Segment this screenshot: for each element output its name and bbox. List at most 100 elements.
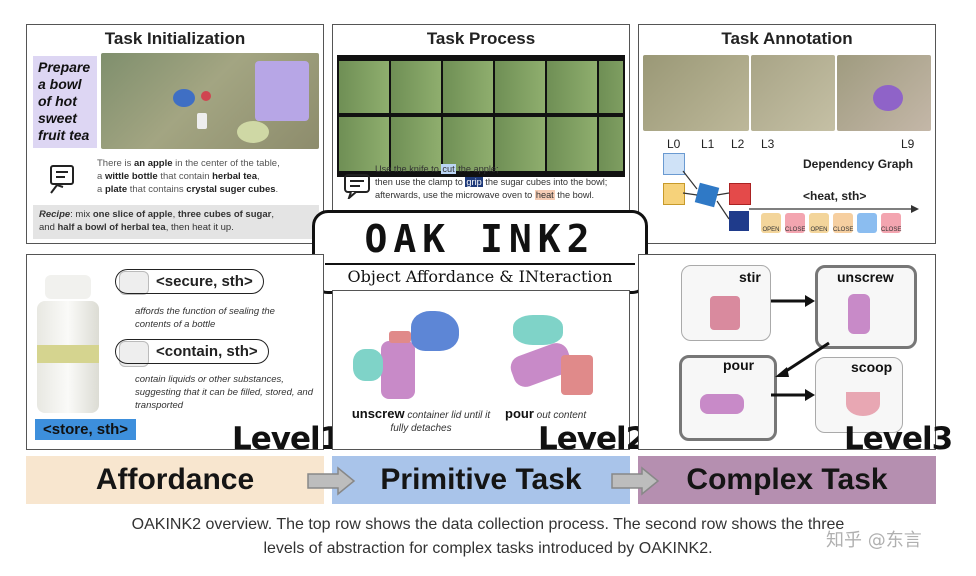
logo-subtitle: Object Affordance & INteraction (347, 267, 613, 286)
stir-label: stir (739, 269, 761, 285)
task-process-title: Task Process (426, 29, 536, 48)
contain-desc: contain liquids or other substances, sug… (135, 374, 313, 411)
pour-node (679, 355, 777, 441)
level-l3: L3 (761, 137, 775, 151)
recipe-label: Recipe (39, 209, 71, 220)
desc-plate: plate (104, 184, 128, 195)
open-icon-1: OPEN (761, 213, 781, 233)
desc-text: , (257, 171, 260, 182)
logo-title: OAK INK2 (364, 217, 596, 261)
bottle (197, 113, 207, 129)
verb-grip: grip (465, 177, 483, 187)
process-text: the sugar cubes into the bowl; (482, 177, 608, 187)
unscrew-desc: container lid until it fully detaches (390, 410, 491, 434)
unscrew-hands-image (353, 305, 463, 401)
goal-text: Prepare a bowl of hot sweet fruit tea (38, 59, 91, 143)
task-process-panel: Task Process Use the knife to cut the ap… (332, 24, 630, 214)
level3-label: Level3 (844, 421, 953, 457)
bottle-lid (389, 331, 411, 343)
verb-cut: cut (441, 164, 456, 174)
hand-blue (411, 311, 459, 351)
process-description: Use the knife to cut the apple; then use… (375, 163, 627, 202)
primitive-task-panel: unscrew container lid until it fully det… (332, 290, 630, 450)
purple-bowl (873, 85, 903, 111)
watermark: 知乎 @东言 (826, 530, 922, 551)
bottle-label (37, 345, 99, 363)
apple (201, 91, 211, 101)
level-l2: L2 (731, 137, 745, 151)
pour-desc: out content (533, 410, 587, 421)
desc-text: a (97, 184, 105, 195)
tongs-icon (729, 211, 749, 231)
process-text: afterwards, use the microwave oven to (375, 190, 535, 200)
recipe-part: , then heat it up. (165, 222, 234, 233)
dependency-graph-title: Dependency Graph (803, 157, 914, 171)
heat-tag: <heat, sth> (803, 189, 867, 203)
unscrew-caption: unscrew container lid until it fully det… (351, 407, 491, 435)
stir-cup (710, 296, 740, 330)
desc-text: There is (97, 158, 134, 169)
instruction-icon (50, 165, 74, 194)
process-text: Use the knife to (375, 164, 442, 174)
desc-text: a (97, 171, 105, 182)
plate (237, 121, 269, 143)
scene-description: There is an apple in the center of the t… (97, 157, 319, 196)
unscrew-label: unscrew (351, 406, 405, 421)
goal-box (33, 56, 97, 148)
pour-caption: pour out content (505, 407, 625, 422)
bottle-cap (45, 275, 91, 299)
chat-icon (344, 174, 370, 199)
store-tag: <store, sth> (35, 419, 137, 440)
desc-tea: herbal tea (212, 171, 258, 182)
oakink2-logo: OAK INK2 Object Affordance & INteraction (312, 210, 648, 294)
level1-label: Level1 (232, 421, 341, 457)
pour-node-bottle (700, 394, 744, 414)
stir-node (681, 265, 771, 341)
desc-bottle: wittle bottle (104, 171, 158, 182)
close-icon-2: CLOSE (833, 213, 853, 233)
pour-label: pour (505, 406, 534, 421)
desc-text: . (275, 184, 279, 195)
task-initialization-title: Task Initialization (104, 29, 246, 48)
pour-hands-image (503, 305, 613, 401)
band-arrow-1 (307, 466, 356, 496)
complex-task-band: Complex Task (638, 456, 936, 504)
jar-icon (663, 183, 685, 205)
process-text: the bowl. (554, 190, 595, 200)
desc-apple: an apple (133, 158, 173, 169)
close-icon-3: CLOSE (881, 213, 901, 233)
recipe-part: : mix (70, 209, 93, 220)
microwave-icon (729, 183, 751, 205)
task-annotation-panel: Task Annotation L0 L1 L2 L3 L9 Dependenc… (638, 24, 936, 244)
caption-line-1: OAKINK2 overview. The top row shows the … (131, 516, 845, 533)
unscrew-node-label: unscrew (837, 269, 894, 285)
level-l0: L0 (667, 137, 681, 151)
close-icon-1: CLOSE (785, 213, 805, 233)
desc-text: in the center of the table, (172, 158, 280, 169)
bottle-image (35, 275, 101, 415)
recipe-slice: one slice of apple (92, 209, 173, 220)
desc-text: that contain (157, 171, 213, 182)
process-text: the apple; (455, 164, 499, 174)
recipe-part: and (39, 222, 58, 233)
primitive-task-band: Primitive Task (332, 456, 630, 504)
level2-label: Level2 (538, 421, 647, 457)
desc-text: that contains (127, 184, 187, 195)
unscrew-node (815, 265, 917, 349)
film-strip (337, 55, 625, 177)
hand-teal (353, 349, 383, 381)
recipe-half: half a bowl of herbal tea (57, 222, 166, 233)
dependency-arrows (682, 170, 919, 220)
affordance-panel: <secure, sth> affords the function of se… (26, 254, 324, 450)
bowl (173, 89, 195, 107)
pour-hand-teal (513, 315, 563, 345)
affordance-band: Affordance (26, 456, 324, 504)
pour-cup (561, 355, 593, 395)
table-scene-photo (101, 53, 319, 149)
complex-arrows (771, 295, 830, 401)
purple-microwave (255, 61, 309, 121)
task-annotation-title: Task Annotation (721, 29, 853, 48)
annotation-photo-1 (643, 55, 749, 131)
logo-divider (325, 263, 635, 265)
open-icon-2: OPEN (809, 213, 829, 233)
